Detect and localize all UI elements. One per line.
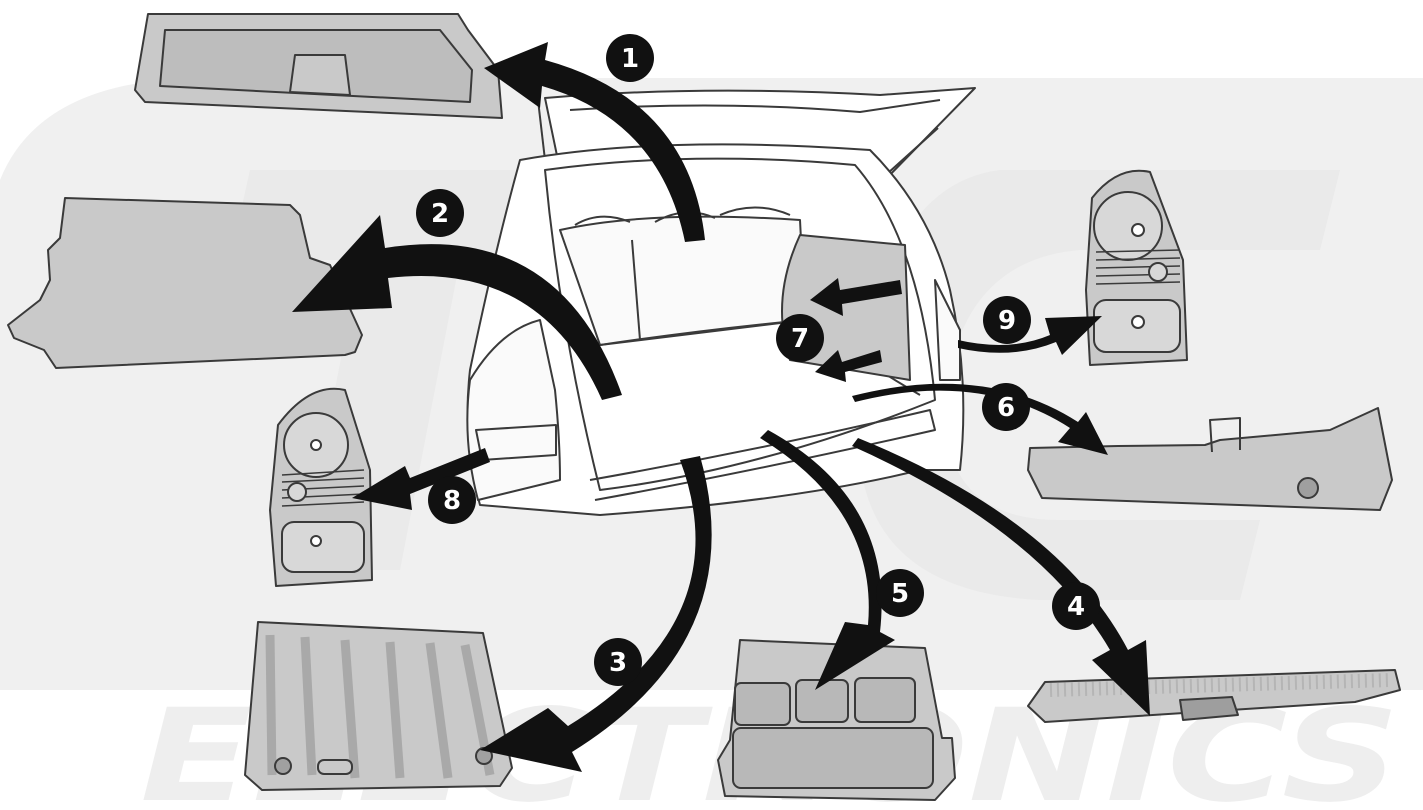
callout-8: 8	[428, 476, 476, 524]
callout-label: 8	[443, 486, 461, 516]
callout-label: 1	[621, 44, 639, 74]
callout-2: 2	[416, 189, 464, 237]
callout-3: 3	[594, 638, 642, 686]
side-trim-hole	[1297, 477, 1319, 499]
tailgate-strut-left	[537, 99, 546, 161]
callout-circle	[1052, 582, 1100, 630]
tray-compartment-2	[795, 679, 849, 723]
sill-trim-ribs	[1049, 673, 1391, 697]
callout-circle	[594, 638, 642, 686]
callout-circle	[606, 34, 654, 82]
right-light-bulb-upper	[1131, 223, 1145, 237]
floorboard-fastener-left	[274, 757, 292, 775]
seat-split-line	[631, 239, 641, 341]
part-right-side-trim-panel	[1027, 407, 1393, 511]
arrows	[292, 42, 1150, 772]
callout-circle	[983, 296, 1031, 344]
arrow-3	[480, 456, 712, 772]
callout-label: 5	[891, 579, 909, 609]
left-light-stripes	[281, 469, 365, 507]
right-light-bulb-lower	[1131, 315, 1145, 329]
callouts: 1 2 3 4 5 6 7 8	[416, 34, 1100, 686]
callout-label: 4	[1067, 592, 1085, 622]
part-boot-floor-carpet	[7, 197, 363, 369]
sill-trim-latch	[1179, 696, 1239, 721]
tray-compartment-3	[854, 677, 916, 723]
arrow-9	[958, 316, 1102, 355]
carpet-body	[7, 197, 363, 369]
callout-circle	[416, 189, 464, 237]
part-right-tail-light	[1085, 169, 1188, 366]
right-light-bulb-mid	[1148, 262, 1168, 282]
callout-label: 3	[609, 648, 627, 678]
floorboard-handle	[317, 759, 353, 775]
right-body-lamp-area	[934, 279, 961, 381]
arrow-5	[760, 430, 895, 690]
callout-7: 7	[776, 314, 824, 362]
side-trim-handle	[1209, 417, 1241, 453]
callout-label: 6	[997, 393, 1015, 423]
floorboard-ribs	[265, 634, 495, 779]
part-parcel-shelf	[134, 13, 503, 119]
left-light-bulb-mid	[287, 482, 307, 502]
arrow-7-lower	[815, 350, 882, 382]
callout-circle	[428, 476, 476, 524]
callout-5: 5	[876, 569, 924, 617]
part-boot-floor-board	[244, 621, 513, 791]
part-left-tail-light	[269, 387, 373, 587]
callout-9: 9	[983, 296, 1031, 344]
callout-circle	[982, 383, 1030, 431]
left-body-lamp-area	[466, 319, 561, 501]
left-light-bulb-lower	[310, 535, 322, 547]
parcel-shelf-hump	[289, 54, 351, 96]
callout-4: 4	[1052, 582, 1100, 630]
watermark-c-shape	[858, 170, 1340, 600]
tray-compartment-4	[732, 727, 934, 789]
callout-1: 1	[606, 34, 654, 82]
part-storage-tray	[717, 639, 956, 801]
callout-label: 7	[791, 324, 809, 354]
arrow-8	[352, 448, 490, 510]
callout-circle	[776, 314, 824, 362]
callout-label: 2	[431, 199, 449, 229]
arrow-6	[852, 383, 1108, 455]
arrow-1	[484, 42, 705, 242]
arrow-2	[292, 215, 622, 400]
left-light-bulb-upper	[310, 439, 322, 451]
callout-label: 9	[998, 306, 1016, 336]
callout-6: 6	[982, 383, 1030, 431]
left-light-lens-lower	[281, 521, 365, 573]
right-light-stripes	[1095, 249, 1181, 285]
arrow-7-upper	[810, 278, 902, 316]
callout-circle	[876, 569, 924, 617]
tray-compartment-1	[734, 682, 791, 726]
right-light-lens-upper	[1093, 191, 1163, 261]
